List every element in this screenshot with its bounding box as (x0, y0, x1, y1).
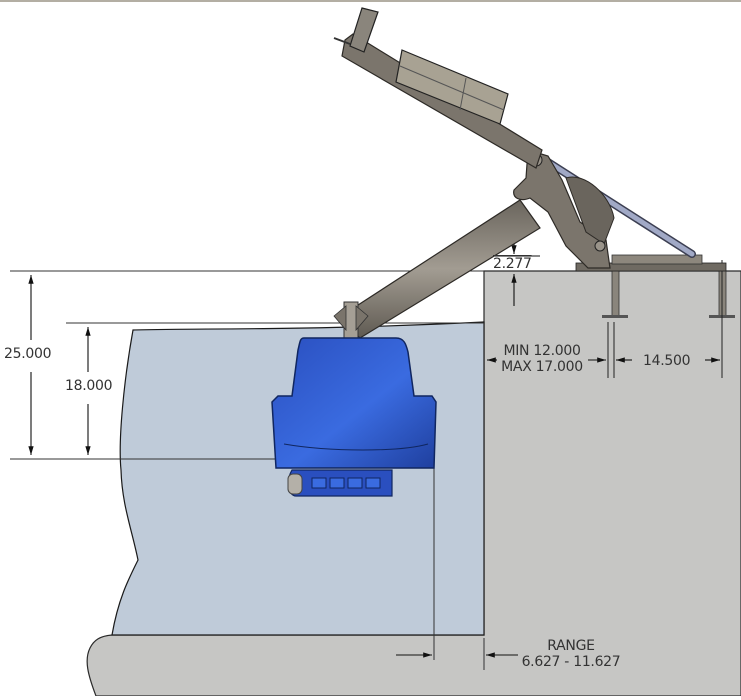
dim-label-range: RANGE 6.627 - 11.627 (516, 638, 626, 670)
seat-assembly (271, 337, 437, 497)
lift-upper-arm (333, 33, 543, 169)
dim-label-14500: 14.500 (643, 353, 691, 369)
dim-label-min: MIN 12.000 (503, 343, 581, 359)
dim-label-max: MAX 17.000 (501, 359, 583, 375)
lift-base (575, 254, 727, 272)
dim-label-setback: MIN 12.000 MAX 17.000 (492, 343, 592, 375)
dim-label-range-value: 6.627 - 11.627 (521, 654, 621, 670)
battery-housing (395, 49, 509, 125)
dim-label-18: 18.000 (64, 378, 114, 394)
seat-post (333, 301, 369, 339)
dim-label-2277: 2.277 (493, 256, 532, 272)
lift-mast (513, 149, 615, 269)
dim-label-range-title: RANGE (547, 638, 595, 654)
lift-control-box (349, 7, 379, 53)
dim-label-25: 25.000 (3, 346, 53, 362)
top-border (0, 0, 741, 2)
pool-deck (86, 270, 741, 697)
reference-lines (10, 270, 485, 670)
